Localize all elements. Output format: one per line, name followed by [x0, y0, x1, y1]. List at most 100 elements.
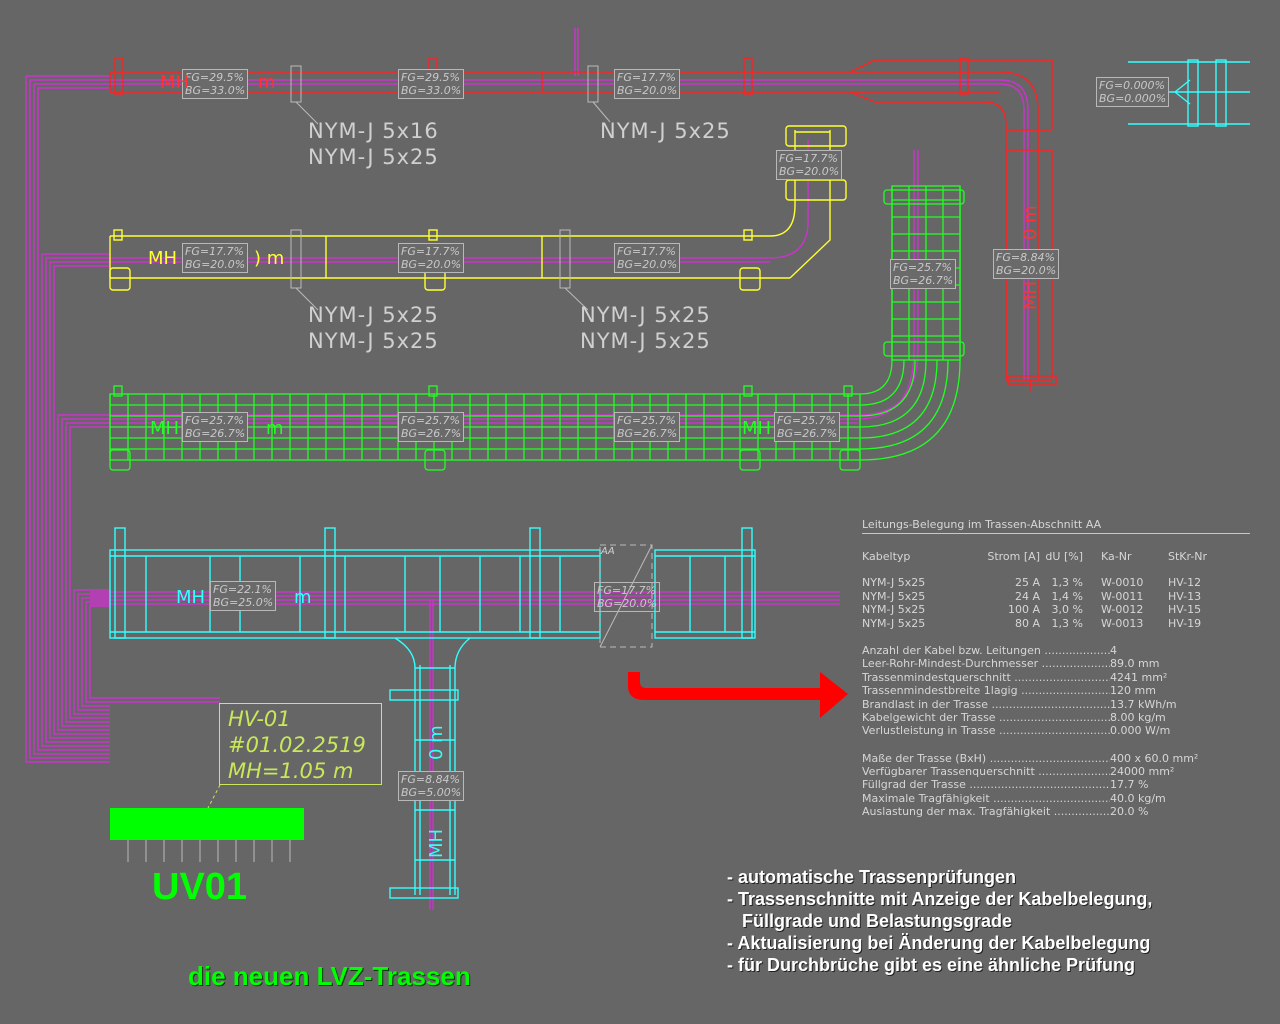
fill-label[interactable]: FG=25.7%BG=26.7%	[890, 259, 957, 289]
summary-key: Brandlast in der Trasse ................…	[862, 697, 1110, 711]
summary-value: 17.7 %	[1110, 778, 1149, 792]
table-cell: HV-15	[1168, 603, 1202, 617]
fg-value: FG=17.7%	[779, 152, 839, 165]
cable-note-line: NYM-J 5x25	[308, 303, 439, 327]
fill-label[interactable]: FG=17.7%BG=20.0%	[182, 243, 249, 273]
summary-value: 8.00 kg/m	[1110, 710, 1166, 724]
fill-label[interactable]: FG=17.7%BG=20.0%	[614, 243, 681, 273]
summary-value: 400 x 60.0 mm²	[1110, 751, 1199, 765]
fill-label[interactable]: FG=25.7%BG=26.7%	[614, 412, 681, 442]
feature-item: - Trassenschnitte mit Anzeige der Kabelb…	[727, 889, 1153, 909]
section-cut-aa[interactable]	[599, 544, 653, 648]
section-occupancy-table: Leitungs-Belegung im Trassen-Abschnitt A…	[862, 518, 1250, 819]
bg-value: BG=20.0%	[617, 84, 678, 97]
table-cell: W-0013	[1101, 616, 1144, 630]
bg-value: BG=20.0%	[597, 597, 658, 610]
section-tag: AA	[601, 546, 615, 557]
cable-note-line: NYM-J 5x25	[308, 329, 439, 353]
cable-note-marker	[559, 229, 571, 289]
summary-value: 24000 mm²	[1110, 765, 1175, 779]
fg-value: FG=25.7%	[185, 414, 245, 427]
summary-key: Anzahl der Kabel bzw. Leitungen ........…	[862, 643, 1110, 657]
fill-label[interactable]: FG=17.7%BG=20.0%	[776, 150, 843, 180]
fill-label[interactable]: FG=22.1%BG=25.0%	[210, 581, 277, 611]
summary-value: 20.0 %	[1110, 805, 1149, 819]
mh-label: m	[258, 72, 276, 93]
fill-label[interactable]: FG=29.5%BG=33.0%	[182, 69, 249, 99]
fill-label[interactable]: FG=25.7%BG=26.7%	[182, 412, 249, 442]
feature-item: - automatische Trassenprüfungen	[727, 867, 1017, 887]
fill-label[interactable]: FG=29.5%BG=33.0%	[398, 69, 465, 99]
summary-value: 4	[1110, 643, 1117, 657]
summary-row: Maße der Trasse (BxH) ..................…	[862, 752, 1250, 765]
bg-value: BG=20.0%	[185, 258, 246, 271]
bg-value: BG=25.0%	[213, 596, 274, 609]
fill-label[interactable]: FG=8.84%BG=5.00%	[398, 771, 465, 801]
fill-label[interactable]: FG=17.7%BG=20.0%	[594, 582, 661, 612]
summary-row: Brandlast in der Trasse ................…	[862, 698, 1250, 711]
bg-value: BG=26.7%	[777, 427, 838, 440]
hv-tag-line: #01.02.2519	[228, 733, 366, 757]
cable-note-leader	[564, 287, 589, 311]
summary-row: Leer-Rohr-Mindest-Durchmesser ..........…	[862, 657, 1250, 670]
table-cell: W-0012	[1101, 603, 1144, 617]
bg-value: BG=0.000%	[1099, 92, 1167, 105]
fg-value: FG=8.84%	[401, 773, 461, 786]
fill-label[interactable]: FG=17.7%BG=20.0%	[614, 69, 681, 99]
bg-value: BG=5.00%	[401, 786, 462, 799]
summary-row: Füllgrad der Trasse ....................…	[862, 778, 1250, 791]
fill-label[interactable]: FG=25.7%BG=26.7%	[774, 412, 841, 442]
table-header: Kabeltyp Strom [A] dU [%] Ka-Nr StKr-Nr	[862, 550, 1250, 563]
mh-label: 0 m	[1020, 205, 1041, 240]
fg-value: FG=0.000%	[1099, 79, 1166, 92]
feature-list: - automatische Trassenprüfungen - Trasse…	[727, 866, 1152, 976]
fill-label[interactable]: FG=17.7%BG=20.0%	[398, 243, 465, 273]
fill-label[interactable]: FG=25.7%BG=26.7%	[398, 412, 465, 442]
table-header-cell: Ka-Nr	[1101, 550, 1132, 563]
section-cut-diagonal	[599, 544, 653, 648]
summary-row: Trassenmindestquerschnitt ..............…	[862, 671, 1250, 684]
fg-value: FG=29.5%	[401, 71, 461, 84]
summary-value: 4241 mm²	[1110, 670, 1168, 684]
fill-label[interactable]: FG=8.84%BG=20.0%	[993, 249, 1060, 279]
table-cell: W-0010	[1101, 576, 1144, 590]
table-header-cell: StKr-Nr	[1168, 550, 1208, 563]
distribution-name: UV01	[152, 866, 248, 908]
mh-label: MH	[1020, 280, 1041, 310]
distribution-box[interactable]	[110, 808, 304, 840]
feature-item: Füllgrade und Belastungsgrade	[727, 911, 1013, 931]
summary-key: Kabelgewicht der Trasse ................…	[862, 710, 1110, 724]
tag-leader	[207, 784, 221, 809]
mh-label: MH	[160, 72, 190, 93]
table-cell: NYM-J 5x25	[862, 576, 926, 590]
cable-note-leader	[592, 101, 611, 123]
drawing-caption: die neuen LVZ-Trassen	[188, 961, 471, 991]
mh-label: m	[294, 587, 312, 608]
summary-key: Maße der Trasse (BxH) ..................…	[862, 751, 1110, 765]
fill-label[interactable]: FG=0.000%BG=0.000%	[1096, 77, 1170, 107]
fg-value: FG=17.7%	[185, 245, 245, 258]
bg-value: BG=20.0%	[779, 165, 840, 178]
hv-tag-line: MH=1.05 m	[228, 759, 354, 783]
cable-note-leader	[295, 101, 319, 125]
summary-key: Verfügbarer Trassenquerschnitt .........…	[862, 765, 1110, 779]
table-cell: NYM-J 5x25	[862, 589, 926, 603]
table-cell: 24 A	[1014, 589, 1040, 603]
mh-label: ) m	[254, 248, 285, 269]
bg-value: BG=20.0%	[617, 258, 678, 271]
feature-item: - für Durchbrüche gibt es eine ähnliche …	[727, 955, 1136, 975]
fg-value: FG=17.7%	[617, 71, 677, 84]
mh-label: 0 m	[426, 725, 447, 760]
mh-label: MH	[176, 587, 206, 608]
fg-value: FG=25.7%	[893, 261, 953, 274]
mh-label: MH	[426, 828, 447, 858]
fg-value: FG=22.1%	[213, 583, 273, 596]
hv-tag[interactable]: HV-01 #01.02.2519 MH=1.05 m	[219, 703, 382, 785]
bg-value: BG=26.7%	[617, 427, 678, 440]
feature-item: - Aktualisierung bei Änderung der Kabelb…	[727, 933, 1151, 953]
cable-note-line: NYM-J 5x25	[308, 145, 439, 169]
